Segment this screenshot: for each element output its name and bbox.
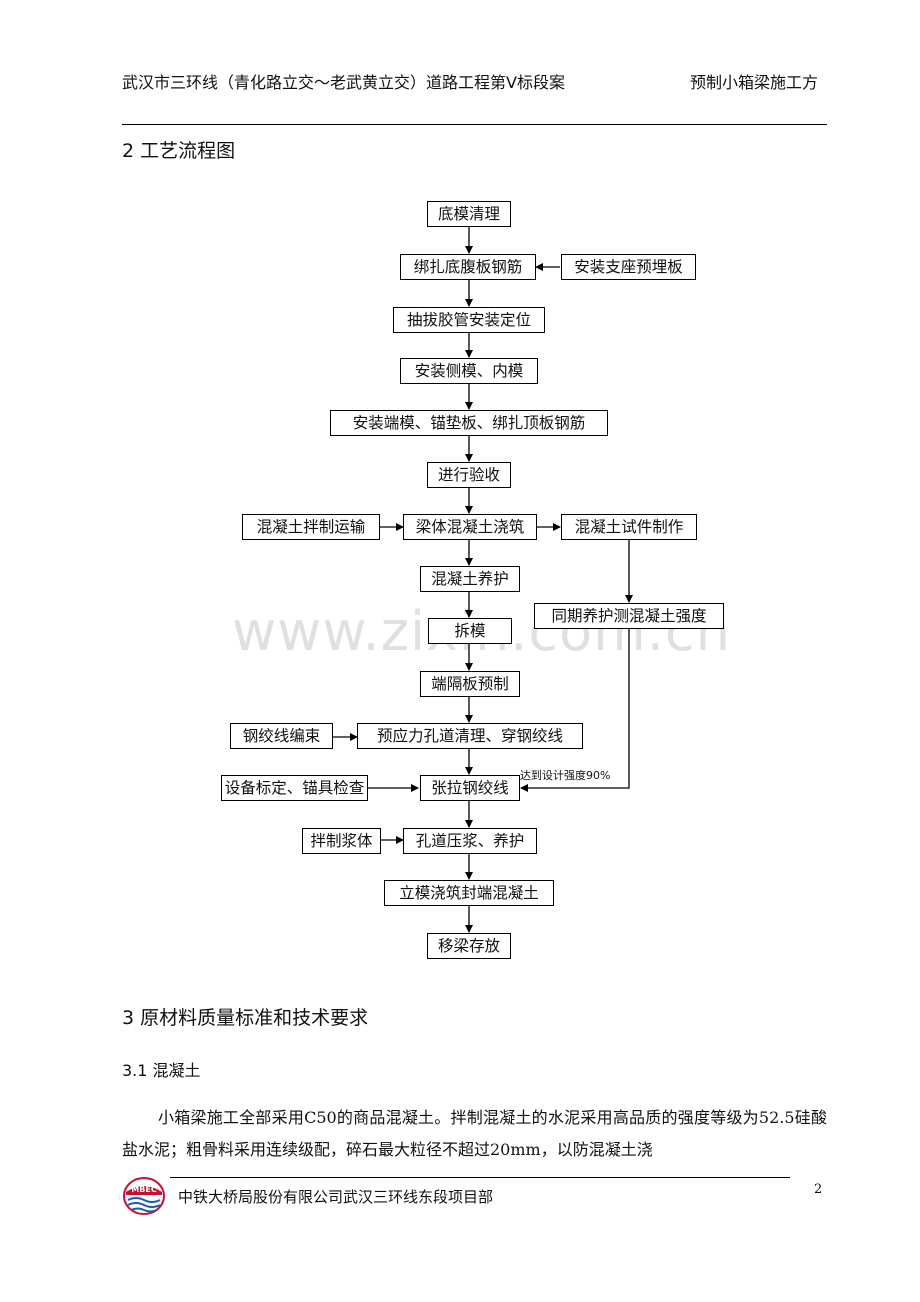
company-logo: MBEC: [122, 1176, 166, 1216]
step-end-diaphragm-precast: 端隔板预制: [420, 671, 520, 697]
step-form-removal: 拆模: [428, 618, 512, 644]
step-inspection: 进行验收: [427, 462, 511, 488]
svg-text:MBEC: MBEC: [131, 1185, 157, 1194]
page-number: 2: [814, 1182, 823, 1197]
side-same-cure-strength-test: 同期养护测混凝土强度: [534, 603, 724, 629]
step-concrete-curing: 混凝土养护: [420, 566, 520, 592]
header-divider: [122, 124, 827, 125]
concrete-paragraph: 小箱梁施工全部采用C50的商品混凝土。拌制混凝土的水泥采用高品质的强度等级为52…: [122, 1108, 827, 1159]
flowchart-connectors: [333, 227, 633, 933]
step-duct-grouting-curing: 孔道压浆、养护: [403, 828, 537, 854]
side-strand-bundling: 钢绞线编束: [230, 723, 333, 749]
footer-company-name: 中铁大桥局股份有限公司武汉三环线东段项目部: [178, 1188, 494, 1206]
step-beam-storage: 移梁存放: [427, 933, 511, 959]
section-2-heading: 2 工艺流程图: [122, 140, 236, 162]
side-support-embedded-plate: 安装支座预埋板: [561, 254, 696, 280]
step-bottom-web-rebar: 绑扎底腹板钢筋: [400, 254, 536, 280]
step-strand-tensioning: 张拉钢绞线: [420, 775, 520, 801]
strength-condition-note: 达到设计强度90%: [520, 769, 611, 782]
step-beam-concrete-pouring: 梁体混凝土浇筑: [403, 514, 537, 540]
header-left-title: 武汉市三环线（青化路立交～老武黄立交）道路工程第Ⅴ标段案: [122, 73, 565, 92]
step-side-inner-form: 安装侧模、内模: [400, 358, 538, 384]
header-right-title: 预制小箱梁施工方: [690, 73, 819, 92]
step-duct-cleaning-strand: 预应力孔道清理、穿钢绞线: [357, 723, 583, 749]
side-concrete-test-specimen: 混凝土试件制作: [561, 514, 697, 540]
step-bottom-form-cleaning: 底模清理: [427, 201, 511, 227]
side-grout-mixing: 拌制浆体: [302, 828, 381, 854]
section-3-heading: 3 原材料质量标准和技术要求: [122, 1007, 369, 1029]
side-equipment-calibration: 设备标定、锚具检查: [221, 775, 368, 801]
step-end-form-top-rebar: 安装端模、锚垫板、绑扎顶板钢筋: [330, 410, 608, 436]
step-rubber-tube-positioning: 抽拔胶管安装定位: [393, 307, 545, 333]
footer-divider: [170, 1177, 790, 1178]
side-concrete-mixing-transport: 混凝土拌制运输: [242, 514, 380, 540]
step-end-seal-concrete: 立模浇筑封端混凝土: [384, 880, 554, 906]
section-3-1-heading: 3.1 混凝土: [122, 1061, 201, 1080]
